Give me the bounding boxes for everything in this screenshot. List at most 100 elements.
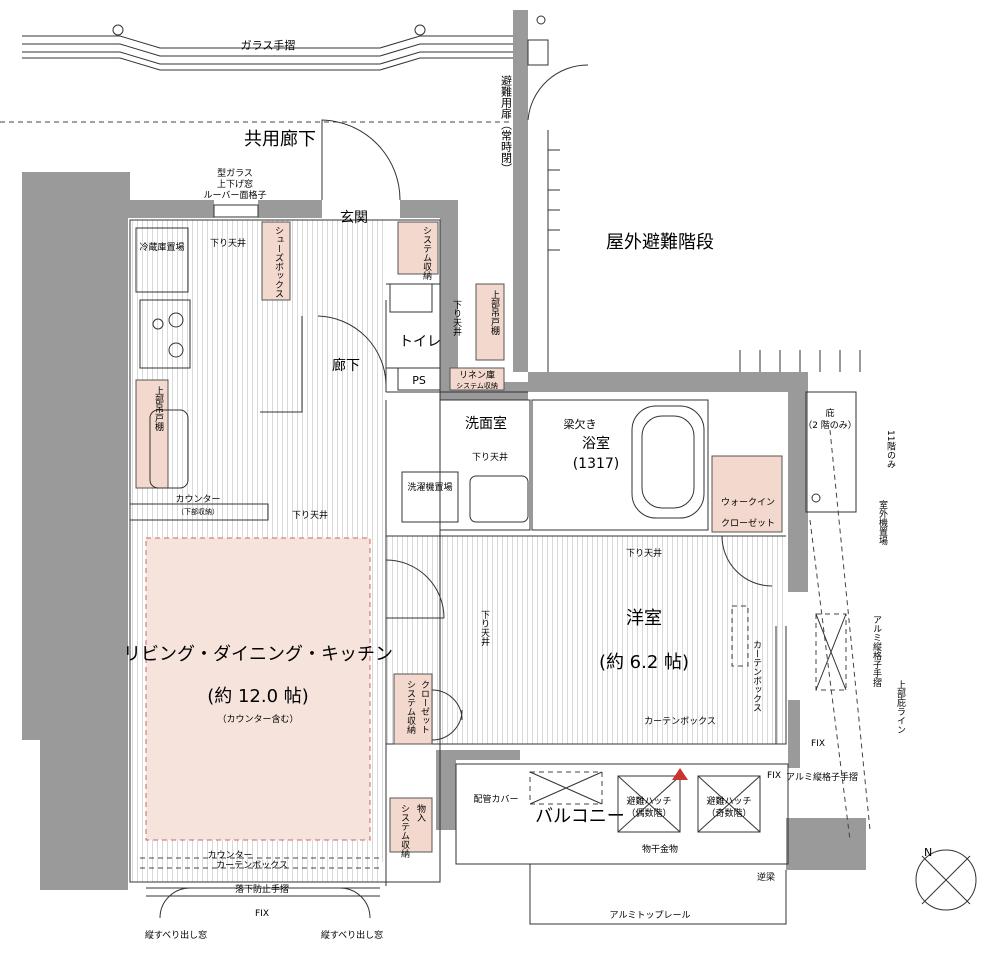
burner-icon [168, 342, 184, 358]
closet-label: クローゼット [419, 680, 430, 734]
toilet-bowl [389, 283, 433, 313]
inner-wall-right [440, 200, 808, 592]
fix-label-bottom: FIX [255, 909, 269, 919]
washbasin [469, 475, 529, 523]
hatch-arrow-icon [672, 768, 688, 780]
outdoor-stairs-label: 屋外避難階段 [606, 232, 714, 253]
fix-label-right: FIX [811, 739, 825, 749]
hatch-even [617, 775, 681, 833]
glass-rail [0, 24, 515, 123]
balcony-pipe-box [529, 771, 603, 805]
alu-grid-label: アルミ縦格子手摺 [786, 771, 858, 783]
western-closet-outline [731, 605, 749, 667]
kitchen-floor [130, 220, 386, 536]
beam-label: 梁欠き [564, 417, 597, 431]
fix-column [788, 700, 800, 768]
louver-grid-label: ルーバー面格子 [204, 189, 267, 201]
entrance-label: 玄関 [340, 209, 368, 226]
washroom-label: 洗面室 [465, 415, 507, 432]
closet-sub-label: システム収納 [405, 680, 416, 735]
fall-rail-label: 落下防止手摺 [235, 883, 289, 895]
upper-cabinet-toilet [475, 283, 505, 361]
walkin-door [721, 535, 773, 587]
pipe-cover-label: 配管カバー [473, 793, 518, 805]
bottom-counter-label: カウンター [207, 850, 252, 861]
slide-window-right-label: 縦すべり出し窓 [321, 929, 383, 941]
evac-door-swing [527, 64, 589, 121]
hatch-even-x [617, 775, 681, 833]
western-label: 洋室 [626, 608, 662, 629]
evac-door-frame [527, 39, 549, 66]
western-floor [386, 536, 786, 744]
washing-space [401, 471, 459, 523]
ldk-note: （カウンター含む） [217, 713, 298, 725]
closet-storage [393, 673, 433, 745]
closet-doors [431, 689, 463, 741]
counter-floor [130, 862, 380, 882]
storage-sub-label: システム収納 [399, 804, 410, 859]
slide-window-left-label: 縦すべり出し窓 [145, 929, 207, 941]
fridge-label: 冷蔵庫置場 [139, 241, 184, 253]
bathtub [631, 405, 705, 519]
dry-hardware-label: 物干金物 [642, 843, 678, 855]
bathroom-size: (1317) [573, 456, 620, 472]
counter-label: カウンター [175, 494, 220, 505]
corridor-label: 廊下 [332, 357, 360, 374]
ldk-size: (約 12.0 帖) [207, 686, 309, 707]
balcony-pipe-x [529, 771, 603, 805]
window-frosted-label: 型ガラス [217, 168, 253, 179]
sink [149, 409, 189, 489]
western-door [385, 559, 445, 619]
western-ceiling-label: 下り天井 [626, 547, 662, 559]
shoes-box [261, 221, 291, 301]
eave-area [805, 391, 857, 513]
alu-rail-label: アルミトップレール [610, 910, 691, 921]
slide-window-swings [159, 887, 371, 919]
outdoor-unit-label: 室外機置場 [877, 499, 888, 546]
alu-rail-outline [529, 864, 787, 925]
hatch-odd-label: 避難ハッチ [706, 795, 751, 807]
ldk-label: リビング・ダイニング・キッチン [123, 644, 393, 665]
storage-label: 物入 [415, 803, 426, 822]
curtain-box-label: カーテンボックス [644, 716, 716, 727]
entrance-window [213, 204, 259, 218]
kitchen-ceiling-label: 下り天井 [210, 237, 246, 249]
shoes-box-label: シューズボックス [273, 226, 284, 298]
ldk-door [260, 315, 387, 413]
system-storage-entrance [397, 221, 439, 275]
walkin-closet [711, 455, 783, 533]
compass-icon [915, 849, 977, 911]
compass-north-label: N [924, 846, 932, 859]
glass-rail-label: ガラス手摺 [241, 38, 296, 52]
linen-storage [449, 367, 505, 391]
upper-cabinet-kitchen-label: 上部吊戸棚 [153, 386, 164, 432]
eave-line-label: 上部庇ライン [895, 680, 906, 734]
counter-curtain-lines [140, 857, 380, 869]
toilet-ceiling-label: 下り天井 [451, 300, 462, 337]
ldk-ceiling-label: 下り天井 [292, 509, 328, 521]
alu-grid-rail-label: アルミ縦格子手摺 [871, 615, 882, 688]
hatch-odd-x [697, 775, 761, 833]
entrance-door-swing [321, 119, 401, 201]
washroom-ceiling-label: 下り天井 [472, 451, 508, 463]
walkin-label: ウォークイン [721, 497, 775, 508]
hatch-odd-sub-label: （奇数階） [706, 807, 751, 819]
reverse-beam-label: 逆梁 [757, 871, 775, 883]
burner-icon [168, 312, 184, 328]
stair-wall [513, 10, 528, 372]
curtain-box-vertical-label: カーテンボックス [751, 640, 762, 712]
room-lines [129, 219, 787, 886]
ps-box [397, 367, 441, 391]
outdoor-stair-treads [536, 15, 861, 372]
ps-label: PS [412, 374, 426, 387]
linen-label: リネン庫 [459, 369, 495, 381]
outdoor-unit-x [815, 613, 847, 691]
outdoor-unit-box [815, 613, 847, 691]
floor11-label: 11階のみ [885, 430, 896, 468]
balcony-label: バルコニー [535, 806, 625, 827]
evac-door-label: 避難用扉（常時閉） [500, 74, 513, 174]
bottom-curtain-label: カーテンボックス [216, 860, 288, 871]
upper-cabinet-toilet-label: 上部吊戸棚 [489, 290, 500, 336]
bathtub-inner [641, 415, 695, 509]
